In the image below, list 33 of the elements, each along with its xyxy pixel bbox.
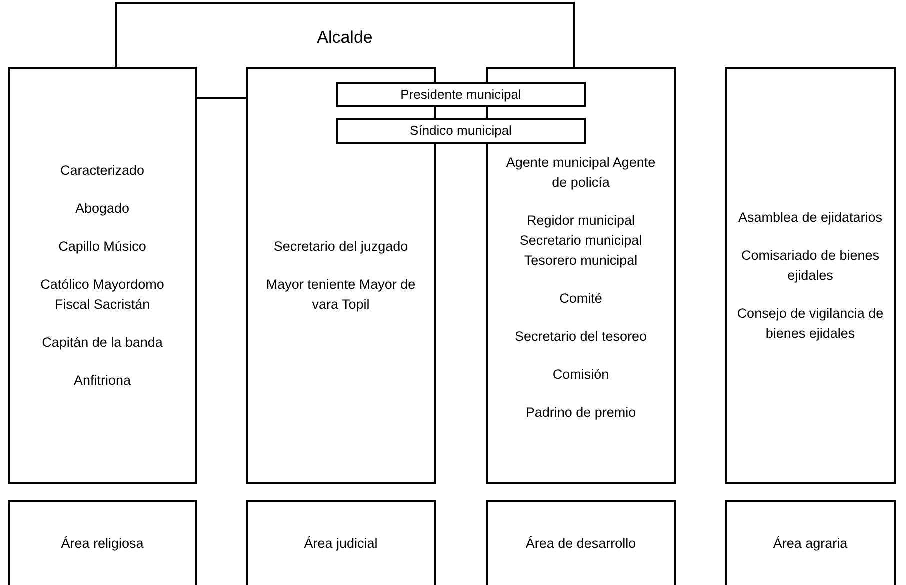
node-text: Mayor teniente Mayor de vara Topil <box>266 276 416 314</box>
node-text: Síndico municipal <box>410 122 512 140</box>
node-text: Regidor municipal Secretario municipal Tesorero municipal <box>518 212 644 270</box>
node-text: Caracterizado <box>60 162 145 180</box>
node-text: Área de desarrollo <box>526 534 636 552</box>
node-text: Comisariado de bienes ejidales <box>740 246 881 285</box>
area-box <box>486 500 676 585</box>
node-text: Alcalde <box>317 28 373 49</box>
node-text: Presidente municipal <box>400 86 522 104</box>
node-text: Católico Mayordomo Fiscal Sacristán <box>40 276 166 314</box>
area-box <box>8 500 197 585</box>
node-text: Padrino de premio <box>526 404 636 422</box>
node-text: Comité <box>560 290 602 308</box>
column-box <box>725 67 896 484</box>
node-text: Agente municipal Agente de policía <box>506 154 656 192</box>
node-text: Anfitriona <box>74 372 132 390</box>
node-text: Consejo de vigilancia de bienes ejidales <box>736 304 885 343</box>
node-text: Capitán de la banda <box>42 334 163 352</box>
node-text: Área judicial <box>304 534 378 553</box>
role-box <box>336 82 586 107</box>
node-text: Capillo Músico <box>58 238 146 256</box>
node-text: Secretario del tesoreo <box>514 328 648 346</box>
column-box <box>8 67 197 484</box>
node-text: Secretario del juzgado <box>274 238 408 256</box>
connector-line <box>197 97 246 99</box>
node-text: Comisión <box>552 366 610 384</box>
node-text: Abogado <box>75 200 130 218</box>
node-text: Área religiosa <box>61 534 144 553</box>
node-text: Asamblea de ejidatarios <box>738 208 883 227</box>
area-box <box>246 500 436 585</box>
area-box <box>725 500 896 585</box>
node-text: Área agraria <box>773 534 848 553</box>
role-box <box>336 118 586 144</box>
